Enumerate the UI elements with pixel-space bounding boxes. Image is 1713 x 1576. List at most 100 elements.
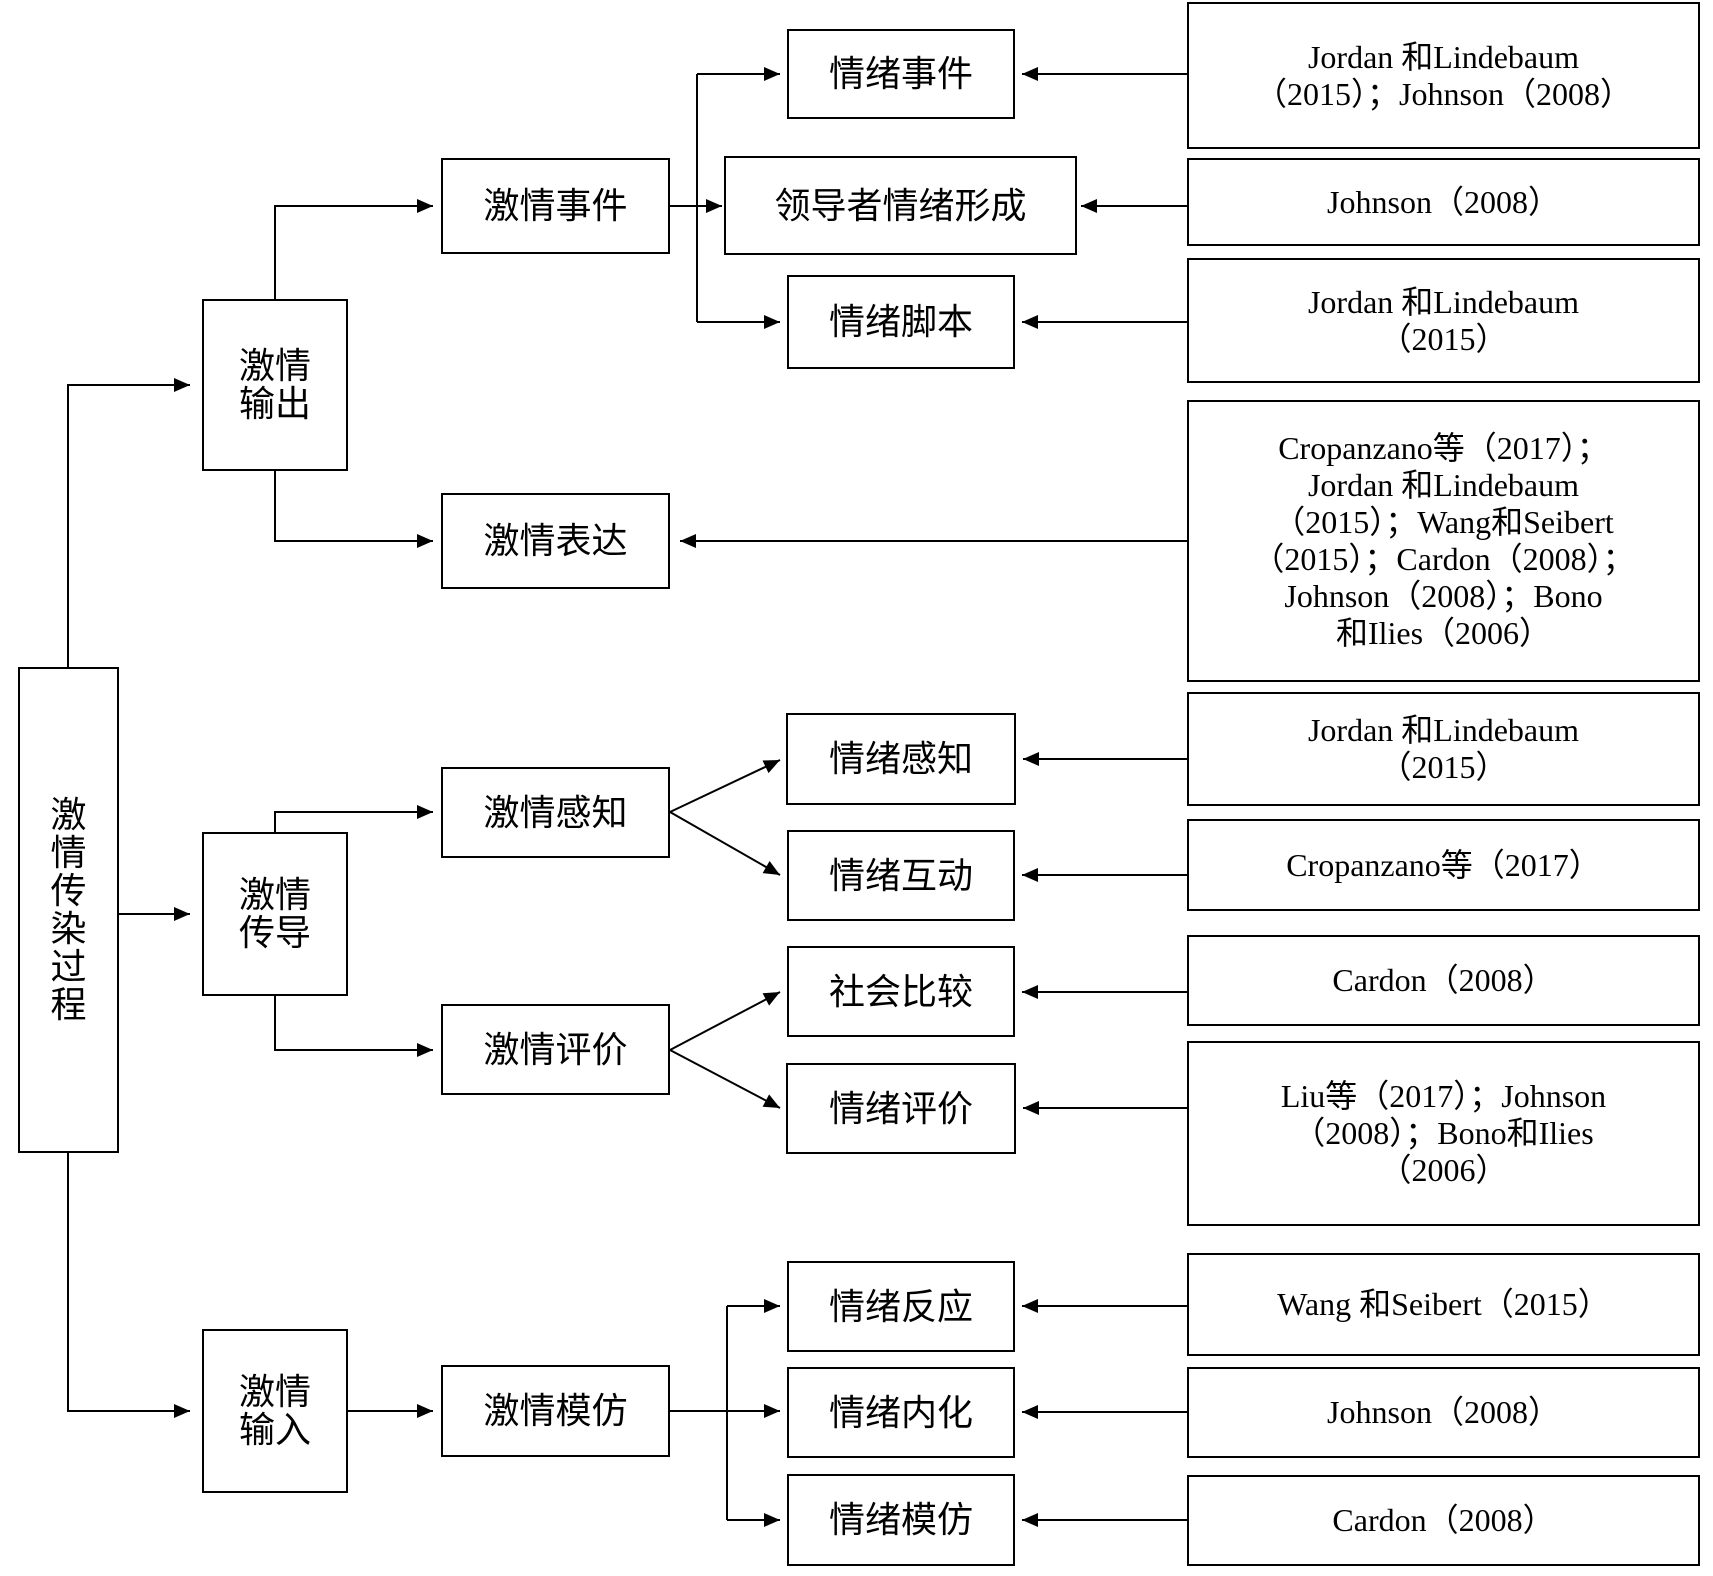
connector-imitation-to-emotion-reaction-arrowhead	[764, 1299, 780, 1313]
emotion-label: 情绪感知	[828, 739, 973, 779]
connector-input-to-imitation-arrowhead	[417, 1404, 433, 1418]
connector-ref-to-leader-formation-arrowhead	[1081, 199, 1097, 213]
reference-box-emotion-perception: Jordan 和Lindebaum （2015）	[1187, 692, 1700, 806]
emotion-label: 社会比较	[828, 971, 973, 1012]
connector-root-to-input-arrowhead	[174, 1404, 190, 1418]
connector-evaluation-to-social-comparison-arrowhead	[762, 992, 780, 1006]
stage-box-conduction: 激情 传导	[202, 832, 348, 996]
stage-label-line: 激情	[238, 346, 311, 386]
connector-ref-to-emotion-perception-arrowhead	[1023, 752, 1039, 766]
connector-conduction-to-perception-arrowhead	[417, 805, 433, 819]
stage-label-line: 激情	[238, 1372, 311, 1412]
connector-imitation-to-emotion-internalization-arrowhead	[764, 1404, 780, 1418]
stage-label-line: 输出	[238, 384, 311, 424]
reference-line: （2008）；Bono和Ilies	[1293, 1115, 1594, 1151]
reference-line: （2006）	[1379, 1152, 1508, 1188]
connector-perception-to-emotion-perception	[669, 759, 781, 813]
reference-box-social-comparison: Cardon（2008）	[1187, 935, 1700, 1026]
connector-event-to-emotion-event-arrowhead	[764, 67, 780, 81]
reference-box-emotion-interaction: Cropanzano等（2017）	[1187, 819, 1700, 911]
process-label: 激情表达	[483, 521, 628, 561]
process-box-perception: 激情感知	[441, 767, 670, 858]
reference-line: （2015）；Johnson（2008）	[1255, 75, 1632, 112]
emotion-label: 情绪脚本	[828, 302, 973, 342]
emotion-label: 情绪内化	[828, 1392, 973, 1433]
connector-root-to-conduction-arrowhead	[174, 907, 190, 921]
connector-ref-to-emotion-internalization-arrowhead	[1022, 1405, 1038, 1419]
root-box: 激情传染过程	[18, 667, 119, 1153]
stage-box-input: 激情 输入	[202, 1329, 348, 1493]
reference-box-emotion-reaction: Wang 和Seibert（2015）	[1187, 1253, 1700, 1356]
connector-perception-to-emotion-interaction-arrowhead	[762, 860, 780, 875]
emotion-label: 情绪评价	[828, 1088, 973, 1129]
reference-line: Johnson（2008）	[1327, 183, 1560, 220]
connector-ref-to-emotion-evaluation-arrowhead	[1023, 1101, 1039, 1115]
connector-output-to-event-arrowhead	[417, 199, 433, 213]
emotion-box-perception: 情绪感知	[786, 713, 1016, 805]
connector-ref-to-emotion-script-arrowhead	[1022, 315, 1038, 329]
reference-line: Johnson（2008）	[1327, 1394, 1560, 1430]
connector-imitation-to-emotion-imitation-arrowhead	[764, 1513, 780, 1527]
reference-box-emotion-script: Jordan 和Lindebaum （2015）	[1187, 258, 1700, 383]
process-label: 激情事件	[483, 186, 628, 226]
connector-conduction-to-evaluation-arrowhead	[417, 1043, 433, 1057]
stage-label: 激情 传导	[239, 876, 311, 952]
reference-box-passion-expression: Cropanzano等（2017）； Jordan 和Lindebaum （20…	[1187, 400, 1700, 682]
stage-label: 激情 输出	[239, 347, 311, 423]
connector-conduction-to-evaluation	[274, 996, 433, 1051]
connector-evaluation-to-emotion-evaluation	[669, 1049, 781, 1109]
reference-line: 和Ilies（2006）	[1335, 615, 1552, 651]
reference-line: Jordan 和Lindebaum	[1307, 467, 1580, 503]
reference-line: Cropanzano等（2017）；	[1278, 430, 1609, 466]
reference-line: （2015）	[1379, 320, 1508, 357]
reference-line: （2015）；Wang和Seibert	[1273, 504, 1614, 540]
connector-ref-to-social-comparison-arrowhead	[1022, 985, 1038, 999]
reference-line: （2015）；Cardon（2008）；	[1252, 541, 1635, 577]
reference-line: Jordan 和Lindebaum	[1307, 712, 1580, 748]
connector-evaluation-to-social-comparison	[669, 991, 781, 1051]
connector-output-to-event	[274, 205, 433, 299]
connector-event-to-leader-formation-arrowhead	[706, 199, 722, 213]
connector-output-to-expression-arrowhead	[417, 534, 433, 548]
reference-line: Liu等（2017）；Johnson	[1280, 1078, 1607, 1114]
emotion-box-evaluation: 情绪评价	[786, 1063, 1016, 1154]
connector-ref-to-emotion-imitation-arrowhead	[1022, 1513, 1038, 1527]
connector-ref-to-emotion-reaction-arrowhead	[1022, 1299, 1038, 1313]
process-label: 激情感知	[483, 792, 628, 833]
connector-root-to-input	[67, 1153, 190, 1412]
connector-perception-to-emotion-interaction	[669, 811, 781, 876]
connector-ref-to-emotion-event-arrowhead	[1022, 67, 1038, 81]
reference-line: Jordan 和Lindebaum	[1307, 283, 1580, 320]
emotion-box-event: 情绪事件	[787, 29, 1015, 119]
root-label: 激情传染过程	[50, 795, 87, 1025]
connector-output-to-expression	[274, 471, 433, 542]
emotion-label: 情绪反应	[828, 1286, 973, 1327]
emotion-box-script: 情绪脚本	[787, 275, 1015, 369]
reference-box-leader-formation: Johnson（2008）	[1187, 158, 1700, 246]
stage-label: 激情 输入	[239, 1373, 311, 1449]
process-label: 激情评价	[483, 1029, 628, 1070]
connector-ref-to-emotion-interaction-arrowhead	[1022, 868, 1038, 882]
stage-box-output: 激情 输出	[202, 299, 348, 471]
reference-line: Johnson（2008）；Bono	[1284, 578, 1603, 614]
connector-root-to-output	[67, 384, 190, 667]
connector-event-to-emotion-script-arrowhead	[764, 315, 780, 329]
reference-line: Cardon（2008）	[1332, 962, 1555, 998]
connector-evaluation-to-emotion-evaluation-arrowhead	[762, 1094, 780, 1108]
stage-label-line: 输入	[238, 1410, 311, 1450]
process-box-expression: 激情表达	[441, 493, 670, 589]
emotion-label: 情绪互动	[828, 855, 973, 896]
reference-line: Cardon（2008）	[1332, 1502, 1555, 1538]
emotion-box-social-comparison: 社会比较	[787, 946, 1015, 1037]
emotion-label: 情绪模仿	[828, 1500, 973, 1540]
reference-box-emotion-internalization: Johnson（2008）	[1187, 1367, 1700, 1458]
process-label: 激情模仿	[483, 1391, 628, 1431]
process-box-evaluation: 激情评价	[441, 1004, 670, 1095]
connector-perception-to-emotion-perception-arrowhead	[762, 760, 780, 774]
connector-root-to-output-arrowhead	[174, 378, 190, 392]
emotion-box-imitation: 情绪模仿	[787, 1474, 1015, 1566]
emotion-box-reaction: 情绪反应	[787, 1261, 1015, 1352]
reference-line: Jordan 和Lindebaum	[1307, 38, 1580, 75]
